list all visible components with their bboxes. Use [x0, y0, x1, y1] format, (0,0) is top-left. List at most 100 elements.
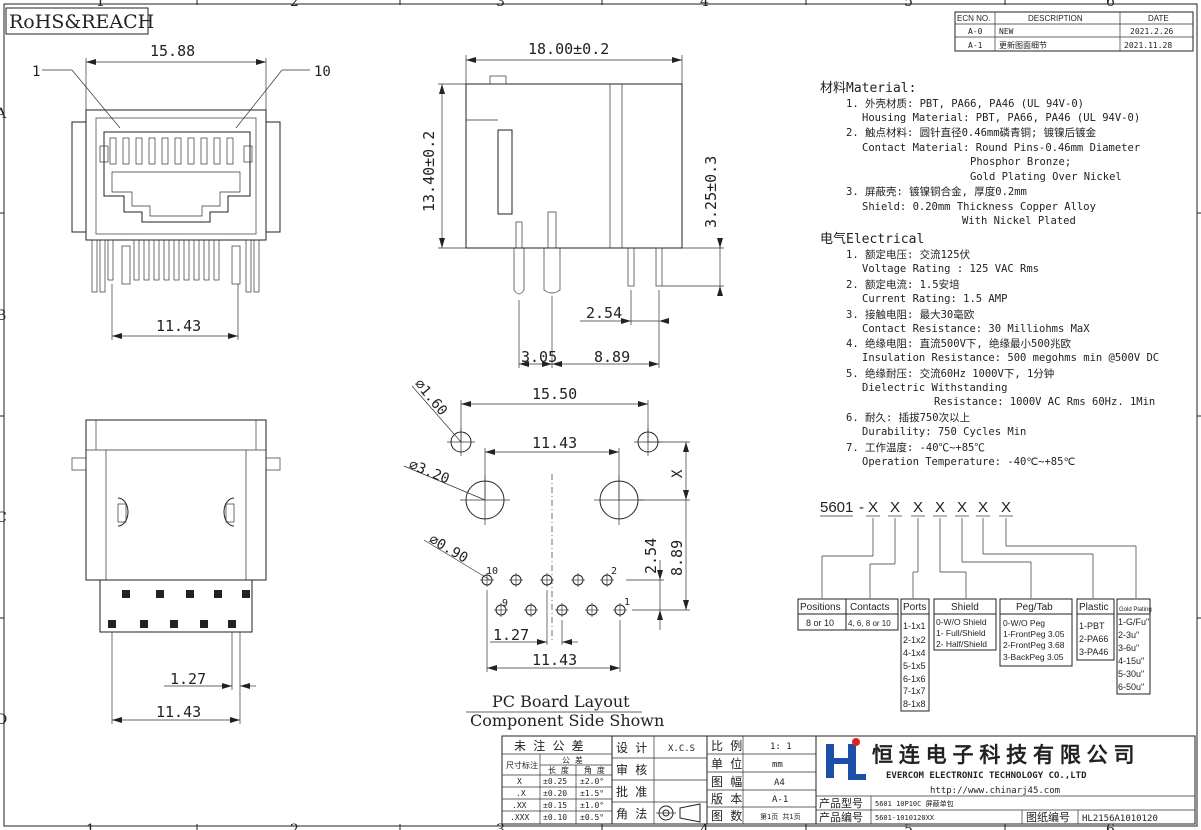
part-code-placeholder: X	[890, 499, 900, 516]
title-block: 未 注 公 差 尺寸标注 公 差 长 度 角 度 X ±0.25 ±2.0° .…	[501, 735, 1196, 825]
part-code-placeholder: X	[1001, 499, 1011, 516]
dim-front-width: 15.88	[150, 42, 195, 60]
tolerance-title: 未 注 公 差	[514, 738, 584, 753]
pages-value: 第1页 共1页	[760, 812, 801, 821]
border-letter-c: C	[0, 510, 7, 526]
pcb-pin-2: 2	[611, 566, 617, 577]
code-box-option: 0-W/O Shield	[936, 617, 987, 627]
tolerance-size: .X	[516, 789, 526, 798]
dim-bottom-pitch: 1.27	[170, 670, 206, 688]
electrical-line: Durability: 750 Cycles Min	[862, 426, 1026, 438]
drawing-value: HL2156A1010120	[1082, 814, 1158, 824]
border-letter-d: D	[0, 712, 7, 728]
dim-pcb-holes: 11.43	[532, 434, 577, 452]
revision-header-ecn: ECN NO.	[957, 14, 990, 23]
dim-front-pitch: 11.43	[156, 317, 201, 335]
revision-row-desc: 更新图面细节	[999, 40, 1047, 50]
tolerance-length-label: 长 度	[548, 765, 569, 775]
part-code-dash: -	[859, 499, 864, 516]
dim-pcb-889: 8.89	[668, 540, 686, 576]
dim-bottom-span: 11.43	[156, 703, 201, 721]
material-heading: 材料Material:	[820, 81, 916, 96]
border-number-top-2: 2	[290, 0, 299, 10]
part-code-placeholder: X	[957, 499, 967, 516]
dim-pcb-254: 2.54	[642, 538, 660, 574]
border-number-bottom-4: 4	[700, 822, 709, 830]
code-box-option: 2-FrontPeg 3.68	[1003, 640, 1065, 650]
company-url: http://www.chinarj45.com	[930, 786, 1060, 796]
code-box-option: 4, 6, 8 or 10	[848, 619, 891, 628]
code-box-option: 2-1x2	[903, 635, 926, 645]
code-box-title: Shield	[951, 602, 979, 613]
code-box-title: Gold Plating	[1119, 607, 1152, 613]
dim-pcb-x: X	[670, 469, 686, 478]
dim-pcb-127: 1.27	[493, 626, 529, 644]
electrical-line: Dielectric Withstanding	[862, 382, 1007, 394]
code-box-option: 2-3u"	[1118, 630, 1139, 640]
projection-label: 角 法	[616, 807, 647, 821]
code-box-option: 1-FrontPeg 3.05	[1003, 629, 1065, 639]
border-number-bottom-1: 1	[86, 822, 95, 830]
revision-row-desc: NEW	[999, 27, 1014, 36]
code-box-title: Peg/Tab	[1016, 602, 1053, 613]
code-box-title: Contacts	[850, 602, 889, 613]
electrical-line: Current Rating: 1.5 AMP	[862, 293, 1007, 305]
approve-label: 批 准	[616, 784, 647, 799]
pcb-pin-10: 10	[486, 566, 498, 577]
tolerance-length: ±0.20	[543, 789, 567, 798]
design-label: 设 计	[616, 741, 647, 755]
dim-side-pitch: 2.54	[586, 304, 622, 322]
electrical-line: 6. 耐久: 插拔750次以上	[846, 411, 970, 424]
border-letter-a: A	[0, 106, 7, 122]
revision-row-date: 2021.2.26	[1130, 27, 1174, 36]
electrical-line: 5. 绝缘耐压: 交流60Hz 1000V下, 1分钟	[846, 367, 1054, 380]
border-number-bottom-3: 3	[496, 822, 505, 830]
dim-pcb-span: 11.43	[532, 651, 577, 669]
code-box-option: 5-30u"	[1118, 669, 1144, 679]
scale-value: 1: 1	[770, 742, 792, 752]
border-number-top-6: 6	[1106, 0, 1115, 10]
electrical-line: 2. 额定电流: 1.5安培	[846, 278, 960, 291]
border-number-top-3: 3	[496, 0, 505, 10]
electrical-line: Resistance: 1000V AC Rms 60Hz. 1Min	[934, 396, 1155, 408]
material-line: 1. 外壳材质: PBT, PA66, PA46 (UL 94V-0)	[846, 97, 1084, 110]
model-label: 产品型号	[819, 796, 863, 810]
code-box-option: 4-1x4	[903, 648, 926, 658]
code-box-option: 2- Half/Shield	[936, 639, 987, 649]
dim-side-pin-length: 3.25±0.3	[702, 156, 720, 228]
border-number-bottom-5: 5	[904, 822, 913, 830]
electrical-line: 4. 绝缘电阻: 直流500V下, 绝缘最小500兆欧	[846, 337, 1072, 350]
code-box-option: 7-1x7	[903, 686, 926, 696]
code-box-title: Ports	[903, 602, 926, 613]
material-line: Contact Material: Round Pins-0.46mm Diam…	[862, 142, 1140, 154]
tolerance-size-label: 尺寸标注	[506, 760, 538, 770]
projection-symbol	[656, 803, 701, 823]
code-box-title: Plastic	[1079, 602, 1108, 613]
electrical-line: 3. 接触电阻: 最大30毫欧	[846, 308, 975, 321]
number-label: 产品编号	[819, 810, 863, 824]
side-view: 18.00±0.2 13.40±0.2 3.25±0.3	[420, 40, 724, 368]
tolerance-size: .XXX	[510, 813, 529, 822]
border-number-bottom-6: 6	[1106, 822, 1115, 830]
material-line: 3. 屏蔽壳: 镀镍铜合金, 厚度0.2mm	[846, 185, 1027, 198]
code-box-option: 8-1x8	[903, 699, 926, 709]
revision-row-date: 2021.11.28	[1124, 41, 1172, 50]
code-box-option: 3-6u"	[1118, 643, 1139, 653]
code-box-option: 1-PBT	[1079, 621, 1105, 631]
pcb-pin-9: 9	[502, 598, 508, 609]
dim-side-height: 13.40±0.2	[420, 131, 438, 212]
pcb-layout-subtitle: Component Side Shown	[470, 711, 664, 730]
material-line: Gold Plating Over Nickel	[970, 171, 1122, 183]
dim-pcb-dia320: ⌀3.20	[407, 457, 452, 488]
scale-label: 比 例	[711, 739, 742, 753]
code-box-option: 0-W/O Peg	[1003, 618, 1045, 628]
code-box-option: 8 or 10	[806, 618, 834, 628]
rohs-text: RoHS&REACH	[9, 11, 154, 33]
code-box-option: 3-BackPeg 3.05	[1003, 652, 1064, 662]
electrical-line: 7. 工作温度: -40℃~+85℃	[846, 441, 985, 454]
designer-name: X.C.S	[668, 744, 695, 754]
tolerance-angle: ±2.0°	[580, 777, 604, 786]
part-code-placeholder: X	[913, 499, 923, 516]
